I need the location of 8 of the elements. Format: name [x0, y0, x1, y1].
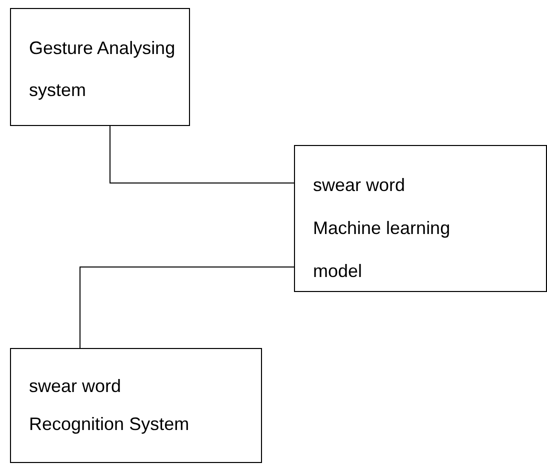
- connector-line: [80, 266, 294, 348]
- process-box: [294, 145, 547, 292]
- process-box: [10, 8, 190, 126]
- box-label: swear word Recognition System: [29, 375, 190, 436]
- box-label: Gesture Analysing system: [29, 37, 176, 102]
- process-box: [10, 348, 262, 463]
- box-label: swear word Machine learning model: [313, 174, 452, 283]
- connector-line: [110, 126, 294, 184]
